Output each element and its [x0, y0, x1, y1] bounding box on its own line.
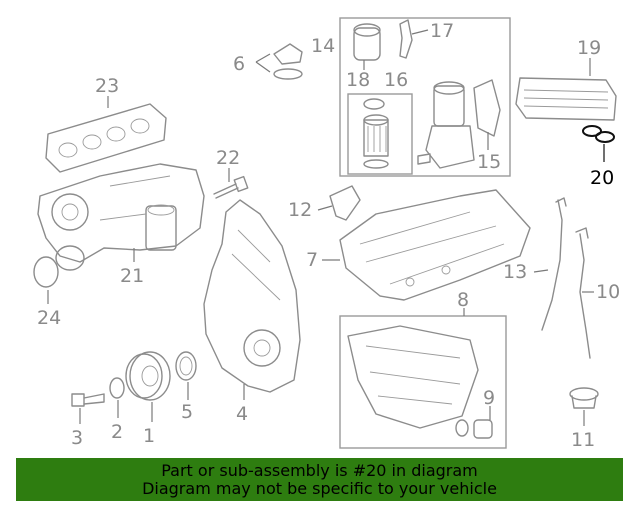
box-lower-oil-pan: [339, 315, 507, 449]
part-10-dipstick-tube: [579, 233, 591, 359]
callout-13[interactable]: 13: [503, 261, 527, 283]
part-8-lower-oil-pan: [347, 325, 479, 429]
callout-16[interactable]: 16: [384, 69, 408, 91]
callout-1[interactable]: 1: [143, 425, 155, 447]
leader-12: [317, 205, 333, 211]
leader-6: [255, 53, 271, 73]
callout-15[interactable]: 15: [477, 151, 501, 173]
callout-6[interactable]: 6: [233, 53, 245, 75]
callout-24[interactable]: 24: [37, 307, 61, 329]
part-23-manifold-gasket: [45, 103, 167, 173]
part-3-bolt: [71, 393, 105, 407]
part-24-o-ring: [33, 256, 59, 288]
callout-14[interactable]: 14: [311, 35, 335, 57]
callout-19[interactable]: 19: [577, 37, 601, 59]
callout-12[interactable]: 12: [288, 199, 312, 221]
part-13-dipstick-handle: [555, 197, 567, 207]
part-7-upper-oil-pan: [339, 189, 531, 301]
banner-line-disclaimer: Diagram may not be specific to your vehi…: [142, 479, 497, 498]
box-oil-filter-housing: [339, 17, 511, 177]
part-10-tube-top: [575, 227, 589, 239]
part-12-bracket: [329, 185, 361, 221]
callout-21[interactable]: 21: [120, 265, 144, 287]
box-oil-filter: [347, 93, 413, 175]
callout-2[interactable]: 2: [111, 421, 123, 443]
part-6-filler-cap: [273, 43, 303, 80]
part-21-intake-assembly: [37, 163, 205, 271]
part-5-seal: [175, 351, 197, 381]
callout-4[interactable]: 4: [236, 403, 248, 425]
part-11-filler-neck: [569, 387, 599, 409]
callout-20[interactable]: 20: [590, 167, 614, 189]
part-22-bolt: [213, 175, 249, 199]
callout-3[interactable]: 3: [71, 427, 83, 449]
leader-17: [411, 29, 429, 35]
part-4-timing-cover: [203, 199, 301, 393]
callout-5[interactable]: 5: [181, 401, 193, 423]
callout-22[interactable]: 22: [216, 147, 240, 169]
callout-18[interactable]: 18: [346, 69, 370, 91]
part-20-oil-cooler-gasket: [582, 125, 615, 143]
callout-17[interactable]: 17: [430, 20, 454, 42]
part-1-crank-pulley: [125, 351, 171, 401]
part-16-oil-filter: [363, 98, 389, 169]
callout-9[interactable]: 9: [483, 387, 495, 409]
part-18-filter-cap: [353, 23, 381, 61]
part-2-washer: [109, 377, 125, 399]
banner-line-part-number: Part or sub-assembly is #20 in diagram: [161, 461, 478, 480]
part-9-drain-plug: [455, 419, 493, 439]
part-17-bracket: [399, 19, 413, 59]
callout-23[interactable]: 23: [95, 75, 119, 97]
part-13-dipstick: [541, 199, 563, 331]
callout-8[interactable]: 8: [457, 289, 469, 311]
callout-10[interactable]: 10: [596, 281, 620, 303]
part-19-oil-cooler: [515, 77, 617, 121]
callout-7[interactable]: 7: [306, 249, 318, 271]
part-14-filter-housing: [417, 81, 475, 169]
part-15-housing-gasket: [473, 79, 501, 137]
info-banner: Part or sub-assembly is #20 in diagram D…: [16, 458, 623, 501]
leader-13: [533, 269, 549, 273]
callout-11[interactable]: 11: [571, 429, 595, 451]
